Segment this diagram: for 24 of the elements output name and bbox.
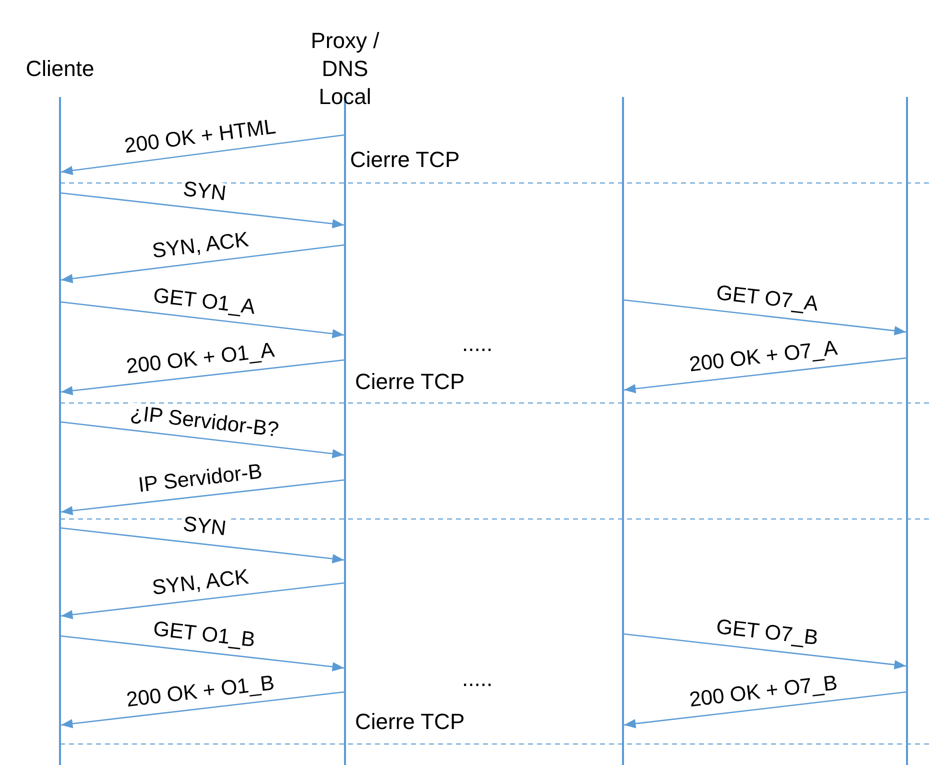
message-arrow (60, 582, 344, 620)
message-arrow (624, 299, 906, 336)
participant-label: Proxy / DNS Local (310, 27, 380, 111)
message-arrow (60, 244, 344, 284)
message-arrow (60, 635, 344, 672)
note-text: ..... (462, 666, 493, 692)
message-arrow (60, 192, 344, 228)
lifeline (906, 97, 908, 765)
message-arrow (624, 357, 906, 394)
message-arrow (624, 691, 906, 728)
note-text: Cierre TCP (355, 369, 465, 395)
note-text: ..... (462, 331, 493, 357)
note-text: Cierre TCP (350, 147, 460, 173)
note-text: Cierre TCP (355, 709, 465, 735)
message-arrow (60, 359, 344, 396)
message-arrow (624, 633, 906, 670)
message-arrow (60, 421, 344, 458)
message-arrow (60, 134, 344, 176)
lifeline (622, 97, 624, 765)
participant-label: Cliente (24, 55, 96, 83)
message-arrow (60, 479, 344, 516)
message-arrow (60, 527, 344, 564)
message-arrow (60, 301, 344, 338)
message-arrow (60, 691, 344, 728)
